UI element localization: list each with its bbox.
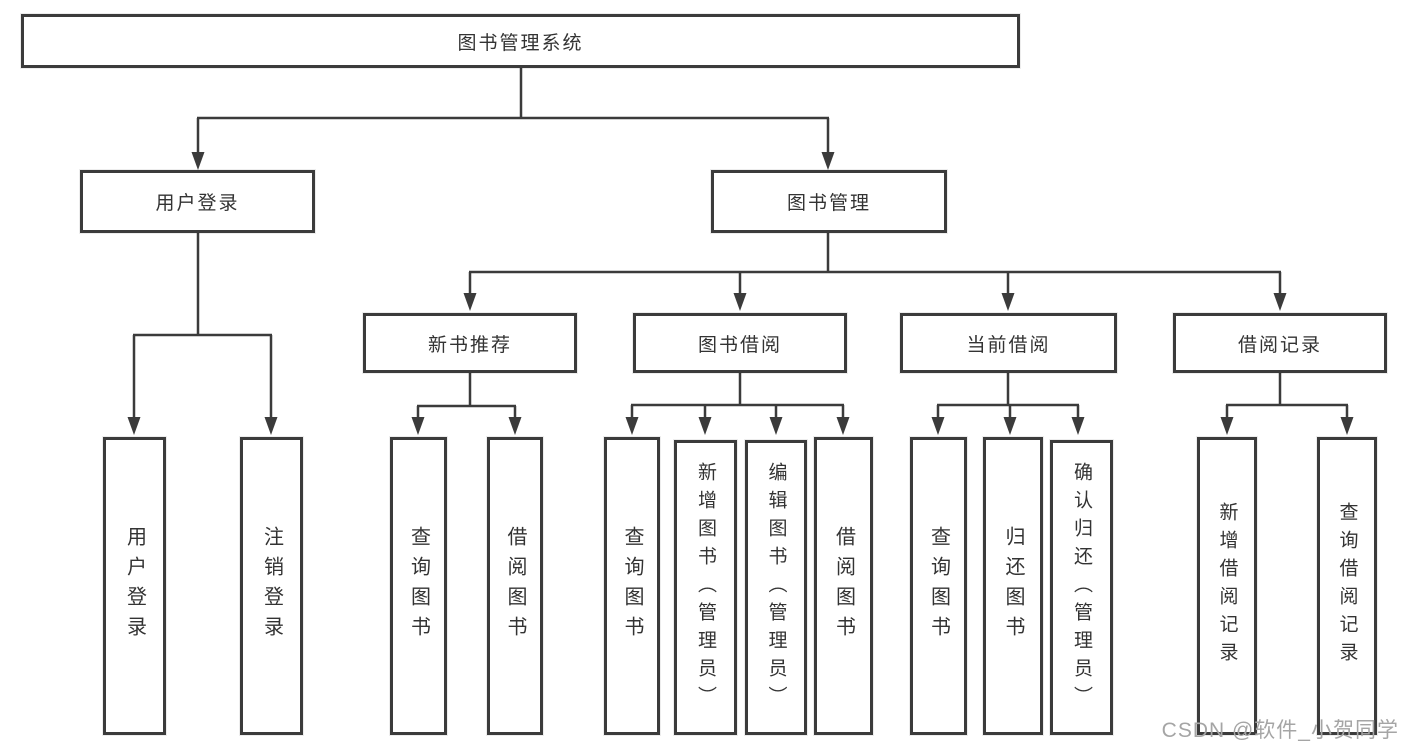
node-label: 用户登录 <box>123 526 146 646</box>
node-label: 确认归还（管理员） <box>1071 461 1092 714</box>
node-label: 查询借阅记录 <box>1336 502 1358 670</box>
leaf-borrow-book-2: 借阅图书 <box>814 437 873 735</box>
leaf-query-borrow-record: 查询借阅记录 <box>1317 437 1377 735</box>
leaf-logout: 注销登录 <box>240 437 303 735</box>
leaf-query-book-1: 查询图书 <box>390 437 447 735</box>
node-borrow-records: 借阅记录 <box>1173 313 1387 373</box>
node-label: 注销登录 <box>260 526 283 646</box>
node-label: 借阅图书 <box>504 526 526 646</box>
node-label: 用户登录 <box>155 193 240 214</box>
node-label: 归还图书 <box>1002 526 1024 646</box>
node-root-system: 图书管理系统 <box>21 14 1020 68</box>
node-label: 查询图书 <box>407 526 430 646</box>
node-label: 图书管理系统 <box>457 32 584 54</box>
node-label: 借阅记录 <box>1237 334 1322 356</box>
leaf-add-book-admin: 新增图书（管理员） <box>674 440 737 735</box>
leaf-query-book-3: 查询图书 <box>910 437 967 735</box>
node-label: 图书借阅 <box>697 334 782 356</box>
node-book-management: 图书管理 <box>711 170 947 233</box>
node-label: 新增借阅记录 <box>1216 502 1238 670</box>
node-user-login: 用户登录 <box>80 170 315 233</box>
leaf-edit-book-admin: 编辑图书（管理员） <box>745 440 807 735</box>
node-label: 图书管理 <box>786 193 871 214</box>
node-label: 当前借阅 <box>966 334 1051 356</box>
node-label: 新书推荐 <box>427 334 512 356</box>
csdn-watermark: CSDN @软件_小贺同学 <box>1161 719 1399 742</box>
leaf-query-book-2: 查询图书 <box>604 437 660 735</box>
node-label: 查询图书 <box>621 526 643 646</box>
node-label: 查询图书 <box>927 526 950 646</box>
node-label: 借阅图书 <box>832 526 855 646</box>
leaf-borrow-book-1: 借阅图书 <box>487 437 543 735</box>
leaf-confirm-return-admin: 确认归还（管理员） <box>1050 440 1113 735</box>
node-label: 编辑图书（管理员） <box>765 461 787 714</box>
node-label: 新增图书（管理员） <box>695 461 716 714</box>
leaf-return-book: 归还图书 <box>983 437 1043 735</box>
node-current-borrow: 当前借阅 <box>900 313 1117 373</box>
node-new-book-recommend: 新书推荐 <box>363 313 577 373</box>
leaf-add-borrow-record: 新增借阅记录 <box>1197 437 1257 735</box>
leaf-user-login: 用户登录 <box>103 437 166 735</box>
node-book-borrow: 图书借阅 <box>633 313 847 373</box>
